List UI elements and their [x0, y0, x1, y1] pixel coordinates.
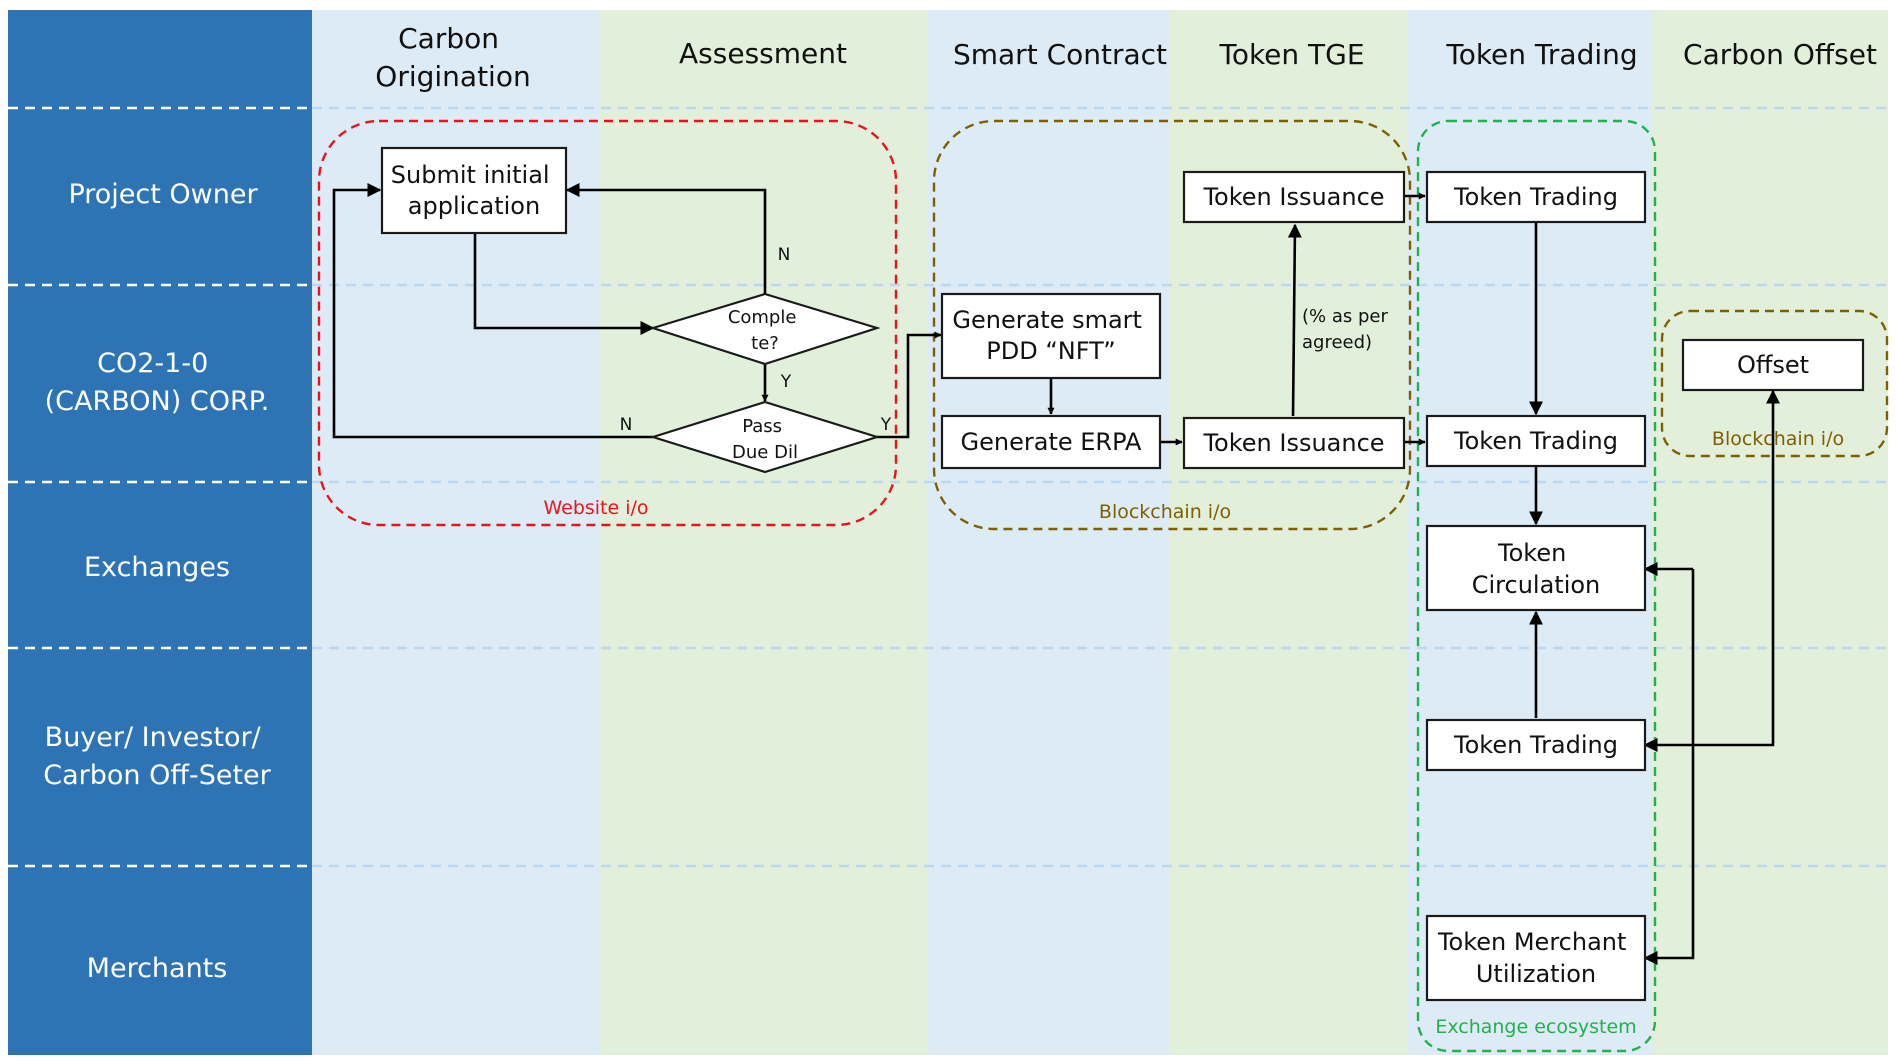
website-io-label: Website i/o [543, 497, 648, 519]
exchange-ecosystem-label: Exchange ecosystem [1435, 1016, 1636, 1038]
token-issuance-corp-box [1182, 416, 1406, 470]
token-issuance-owner-label: Token Issuance [1202, 183, 1384, 211]
blockchain-io-group [932, 119, 1412, 531]
token-circulation-label: Token Circulation [1472, 539, 1601, 599]
lane-dividers [8, 106, 1888, 868]
lane-exchanges: Exchanges [84, 552, 230, 583]
due-dil-decision-label: Pass Due Dil [732, 416, 798, 463]
blockchain-offset-label: Blockchain i/o [1712, 428, 1844, 450]
token-trading-owner-label: Token Trading [1453, 183, 1618, 211]
connectors [332, 183, 1780, 965]
lane-carbon-corp: CO2-1-0 (CARBON) CORP. [45, 348, 270, 417]
edge-duedil-yes-to-pdd [877, 331, 942, 439]
generate-pdd-label: Generate smart PDD “NFT” [952, 306, 1149, 365]
offset-label: Offset [1737, 351, 1809, 379]
complete-no-label: N [778, 245, 791, 265]
token-merchant-utilization-label: Token Merchant Utilization [1437, 928, 1634, 988]
token-trading-corp-box [1425, 414, 1647, 468]
complete-decision-diamond [649, 292, 881, 366]
phase-carbon-origination: Carbon Origination [375, 22, 530, 93]
submit-application-label: Submit initial application [391, 161, 557, 220]
edge-duedil-no-to-submit [332, 183, 653, 439]
token-trading-corp-label: Token Trading [1453, 427, 1618, 455]
lane-buyer-investor: Buyer/ Investor/ Carbon Off-Seter [43, 722, 271, 791]
generate-erpa-label: Generate ERPA [961, 428, 1142, 456]
phase-assessment: Assessment [679, 37, 847, 70]
complete-yes-label: Y [780, 372, 792, 392]
issuance-agreement-note: (% as per agreed) [1302, 306, 1394, 353]
phase-column-assessment [599, 10, 927, 1055]
blockchain-offset-group [1660, 309, 1889, 458]
phase-column-token-tge [1170, 10, 1407, 1055]
edge-offset-to-trading-buyer [1643, 389, 1780, 752]
phase-token-trading: Token Trading [1445, 38, 1637, 71]
blockchain-io-label: Blockchain i/o [1099, 501, 1231, 523]
edge-complete-no-to-submit [565, 183, 767, 294]
token-trading-owner-box [1425, 170, 1647, 224]
edge-submit-to-complete [473, 233, 655, 335]
phase-column-carbon-offset [1652, 10, 1888, 1055]
token-merchant-utilization-box [1425, 914, 1647, 1002]
due-dil-decision-diamond [649, 400, 881, 474]
lane-project-owner: Project Owner [68, 179, 258, 210]
due-dil-no-label: N [620, 415, 633, 435]
generate-erpa-box [940, 414, 1162, 470]
phase-carbon-offset: Carbon Offset [1683, 38, 1877, 71]
token-trading-buyer-label: Token Trading [1453, 731, 1618, 759]
due-dil-yes-label: Y [880, 415, 892, 435]
token-circulation-box [1425, 524, 1647, 612]
token-issuance-owner-box [1182, 170, 1406, 224]
phase-column-smart-contract [927, 10, 1170, 1055]
edge-issuance-corp-to-owner [1287, 223, 1302, 417]
edge-bus-to-merchant [1643, 745, 1695, 965]
exchange-ecosystem-group [1416, 119, 1657, 1053]
token-trading-buyer-box [1425, 718, 1647, 772]
lane-merchants: Merchants [87, 953, 228, 984]
phase-smart-contract: Smart Contract [953, 38, 1167, 71]
offset-box [1681, 338, 1865, 392]
generate-pdd-box [940, 292, 1162, 380]
token-issuance-corp-label: Token Issuance [1202, 429, 1384, 457]
submit-application-box [380, 146, 568, 235]
website-io-group [317, 119, 898, 527]
lane-header-column [8, 10, 312, 1055]
complete-decision-label: Comple te? [728, 307, 802, 354]
phase-token-tge: Token TGE [1218, 38, 1364, 71]
